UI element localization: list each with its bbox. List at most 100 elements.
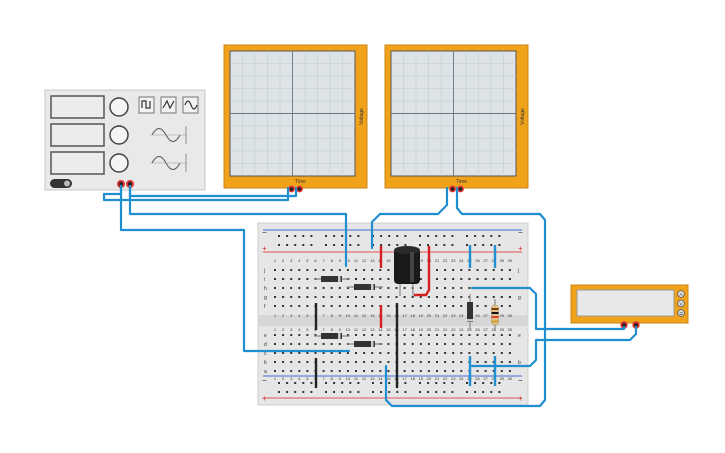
breadboard-hole[interactable] (290, 305, 293, 307)
breadboard-hole[interactable] (322, 296, 325, 298)
rail-hole[interactable] (341, 391, 344, 393)
rail-hole[interactable] (341, 382, 344, 384)
breadboard-hole[interactable] (444, 287, 447, 289)
breadboard-hole[interactable] (355, 361, 357, 363)
breadboard-hole[interactable] (444, 352, 447, 354)
breadboard-hole[interactable] (322, 343, 325, 345)
rail-hole[interactable] (380, 391, 383, 393)
rail-hole[interactable] (357, 244, 360, 246)
rail-hole[interactable] (333, 391, 336, 393)
breadboard-hole[interactable] (444, 305, 447, 307)
rail-hole[interactable] (396, 244, 399, 246)
rail-hole[interactable] (294, 235, 297, 237)
breadboard-hole[interactable] (290, 361, 293, 363)
breadboard-hole[interactable] (314, 352, 317, 354)
jumper-wires[interactable] (314, 245, 497, 388)
breadboard-hole[interactable] (379, 269, 382, 271)
breadboard-hole[interactable] (427, 334, 430, 336)
breadboard-hole[interactable] (371, 296, 374, 298)
breadboard-hole[interactable] (500, 361, 503, 363)
breadboard-hole[interactable] (274, 343, 276, 345)
breadboard-hole[interactable] (395, 296, 398, 298)
breadboard-hole[interactable] (379, 296, 382, 298)
breadboard-hole[interactable] (306, 334, 309, 336)
rail-hole[interactable] (349, 235, 352, 237)
breadboard-hole[interactable] (322, 370, 325, 372)
rail-hole[interactable] (333, 244, 336, 246)
breadboard-hole[interactable] (403, 370, 406, 372)
breadboard-hole[interactable] (346, 305, 349, 307)
breadboard-hole[interactable] (484, 296, 487, 298)
breadboard-hole[interactable] (419, 352, 422, 354)
breadboard-hole[interactable] (492, 296, 495, 298)
rail-hole[interactable] (302, 244, 305, 246)
rail-hole[interactable] (286, 382, 289, 384)
breadboard-hole[interactable] (452, 361, 455, 363)
rail-hole[interactable] (404, 235, 407, 237)
rail-hole[interactable] (498, 391, 501, 393)
breadboard-hole[interactable] (403, 352, 406, 354)
scope-1-terminal-1[interactable] (288, 185, 295, 193)
rail-hole[interactable] (435, 235, 438, 237)
multimeter-ammeter-button[interactable] (677, 290, 685, 298)
breadboard-hole[interactable] (492, 352, 495, 354)
rail-hole[interactable] (286, 244, 289, 246)
breadboard-hole[interactable] (379, 370, 382, 372)
rail-hole[interactable] (310, 244, 313, 246)
breadboard-hole[interactable] (346, 287, 349, 289)
breadboard-hole[interactable] (492, 361, 495, 363)
rail-hole[interactable] (474, 235, 477, 237)
breadboard-hole[interactable] (363, 296, 366, 298)
breadboard-hole[interactable] (403, 287, 406, 289)
breadboard-hole[interactable] (379, 278, 382, 280)
breadboard-hole[interactable] (330, 343, 333, 345)
rail-hole[interactable] (396, 391, 399, 393)
breadboard-hole[interactable] (274, 370, 276, 372)
breadboard-hole[interactable] (444, 269, 447, 271)
breadboard-hole[interactable] (274, 305, 276, 307)
breadboard-hole[interactable] (403, 305, 406, 307)
wire-multimeter-b[interactable] (470, 325, 638, 368)
rail-hole[interactable] (278, 391, 280, 393)
breadboard-hole[interactable] (355, 334, 357, 336)
rail-hole[interactable] (286, 235, 289, 237)
breadboard-hole[interactable] (419, 343, 422, 345)
rail-hole[interactable] (451, 235, 454, 237)
breadboard-holes[interactable] (274, 235, 511, 393)
breadboard-hole[interactable] (355, 269, 357, 271)
rail-hole[interactable] (451, 382, 454, 384)
breadboard-hole[interactable] (330, 352, 333, 354)
rail-hole[interactable] (443, 235, 446, 237)
breadboard-hole[interactable] (371, 352, 374, 354)
breadboard-hole[interactable] (363, 352, 366, 354)
breadboard-hole[interactable] (500, 334, 503, 336)
rail-hole[interactable] (490, 391, 493, 393)
breadboard-hole[interactable] (500, 296, 503, 298)
rail-hole[interactable] (357, 391, 360, 393)
breadboard-hole[interactable] (282, 305, 285, 307)
breadboard-hole[interactable] (338, 352, 341, 354)
rail-hole[interactable] (325, 391, 327, 393)
rail-hole[interactable] (325, 244, 327, 246)
amplitude-knob[interactable] (109, 125, 129, 145)
breadboard-hole[interactable] (322, 269, 325, 271)
breadboard-hole[interactable] (338, 296, 341, 298)
breadboard-hole[interactable] (363, 334, 366, 336)
breadboard-hole[interactable] (444, 296, 447, 298)
breadboard-hole[interactable] (484, 278, 487, 280)
breadboard-hole[interactable] (444, 278, 447, 280)
rail-hole[interactable] (341, 244, 344, 246)
rail-hole[interactable] (404, 244, 407, 246)
rail-hole[interactable] (294, 391, 297, 393)
breadboard-hole[interactable] (363, 370, 366, 372)
breadboard-hole[interactable] (508, 352, 511, 354)
breadboard-hole[interactable] (282, 278, 285, 280)
diode-5[interactable] (467, 294, 473, 330)
breadboard-hole[interactable] (298, 361, 301, 363)
breadboard-hole[interactable] (330, 287, 333, 289)
rail-hole[interactable] (404, 391, 407, 393)
rail-hole[interactable] (388, 391, 391, 393)
breadboard-hole[interactable] (436, 343, 438, 345)
rail-hole[interactable] (388, 244, 391, 246)
breadboard-hole[interactable] (363, 269, 366, 271)
